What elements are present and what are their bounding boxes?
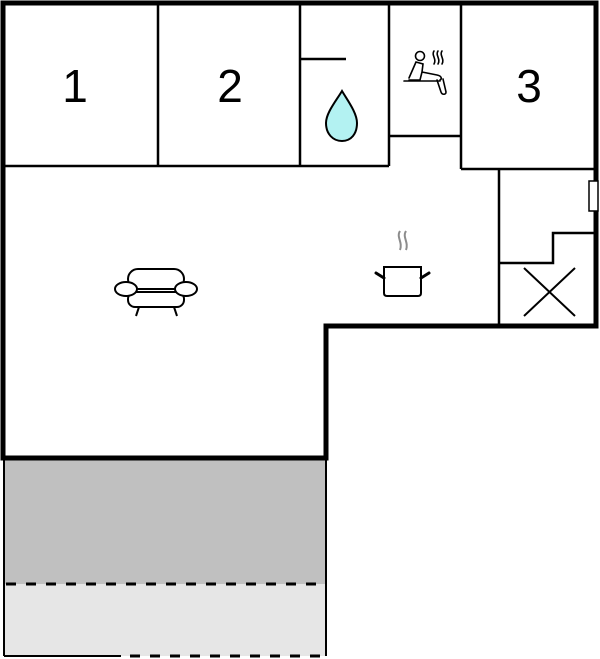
bedroom-1-label: 1 (62, 60, 88, 112)
cooking-pot-icon (374, 230, 431, 297)
bedroom-2-label: 2 (217, 60, 243, 112)
water-drop-icon (324, 89, 359, 143)
outer-wall (0, 0, 599, 461)
stair-void-x-icon (523, 267, 576, 317)
window (588, 180, 599, 212)
interior-walls (4, 4, 596, 326)
armchair-icon (114, 268, 198, 317)
covered-terrace-area (4, 458, 326, 584)
open-terrace-area (4, 584, 326, 656)
bedroom-3-label: 3 (516, 60, 542, 112)
sauna-icon (403, 50, 447, 96)
